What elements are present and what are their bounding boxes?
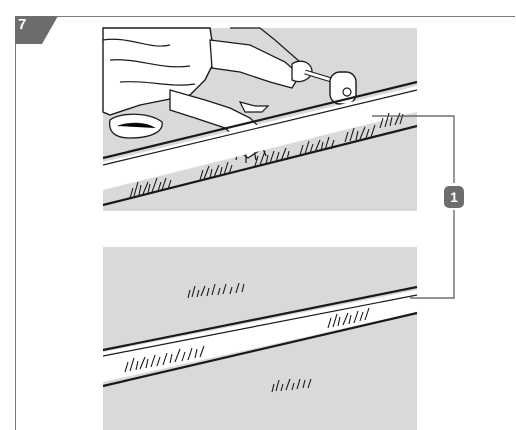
callout-label: 1 xyxy=(444,186,464,208)
top-panel xyxy=(103,28,417,211)
step-number: 7 xyxy=(18,15,40,35)
bottom-panel xyxy=(103,247,417,430)
